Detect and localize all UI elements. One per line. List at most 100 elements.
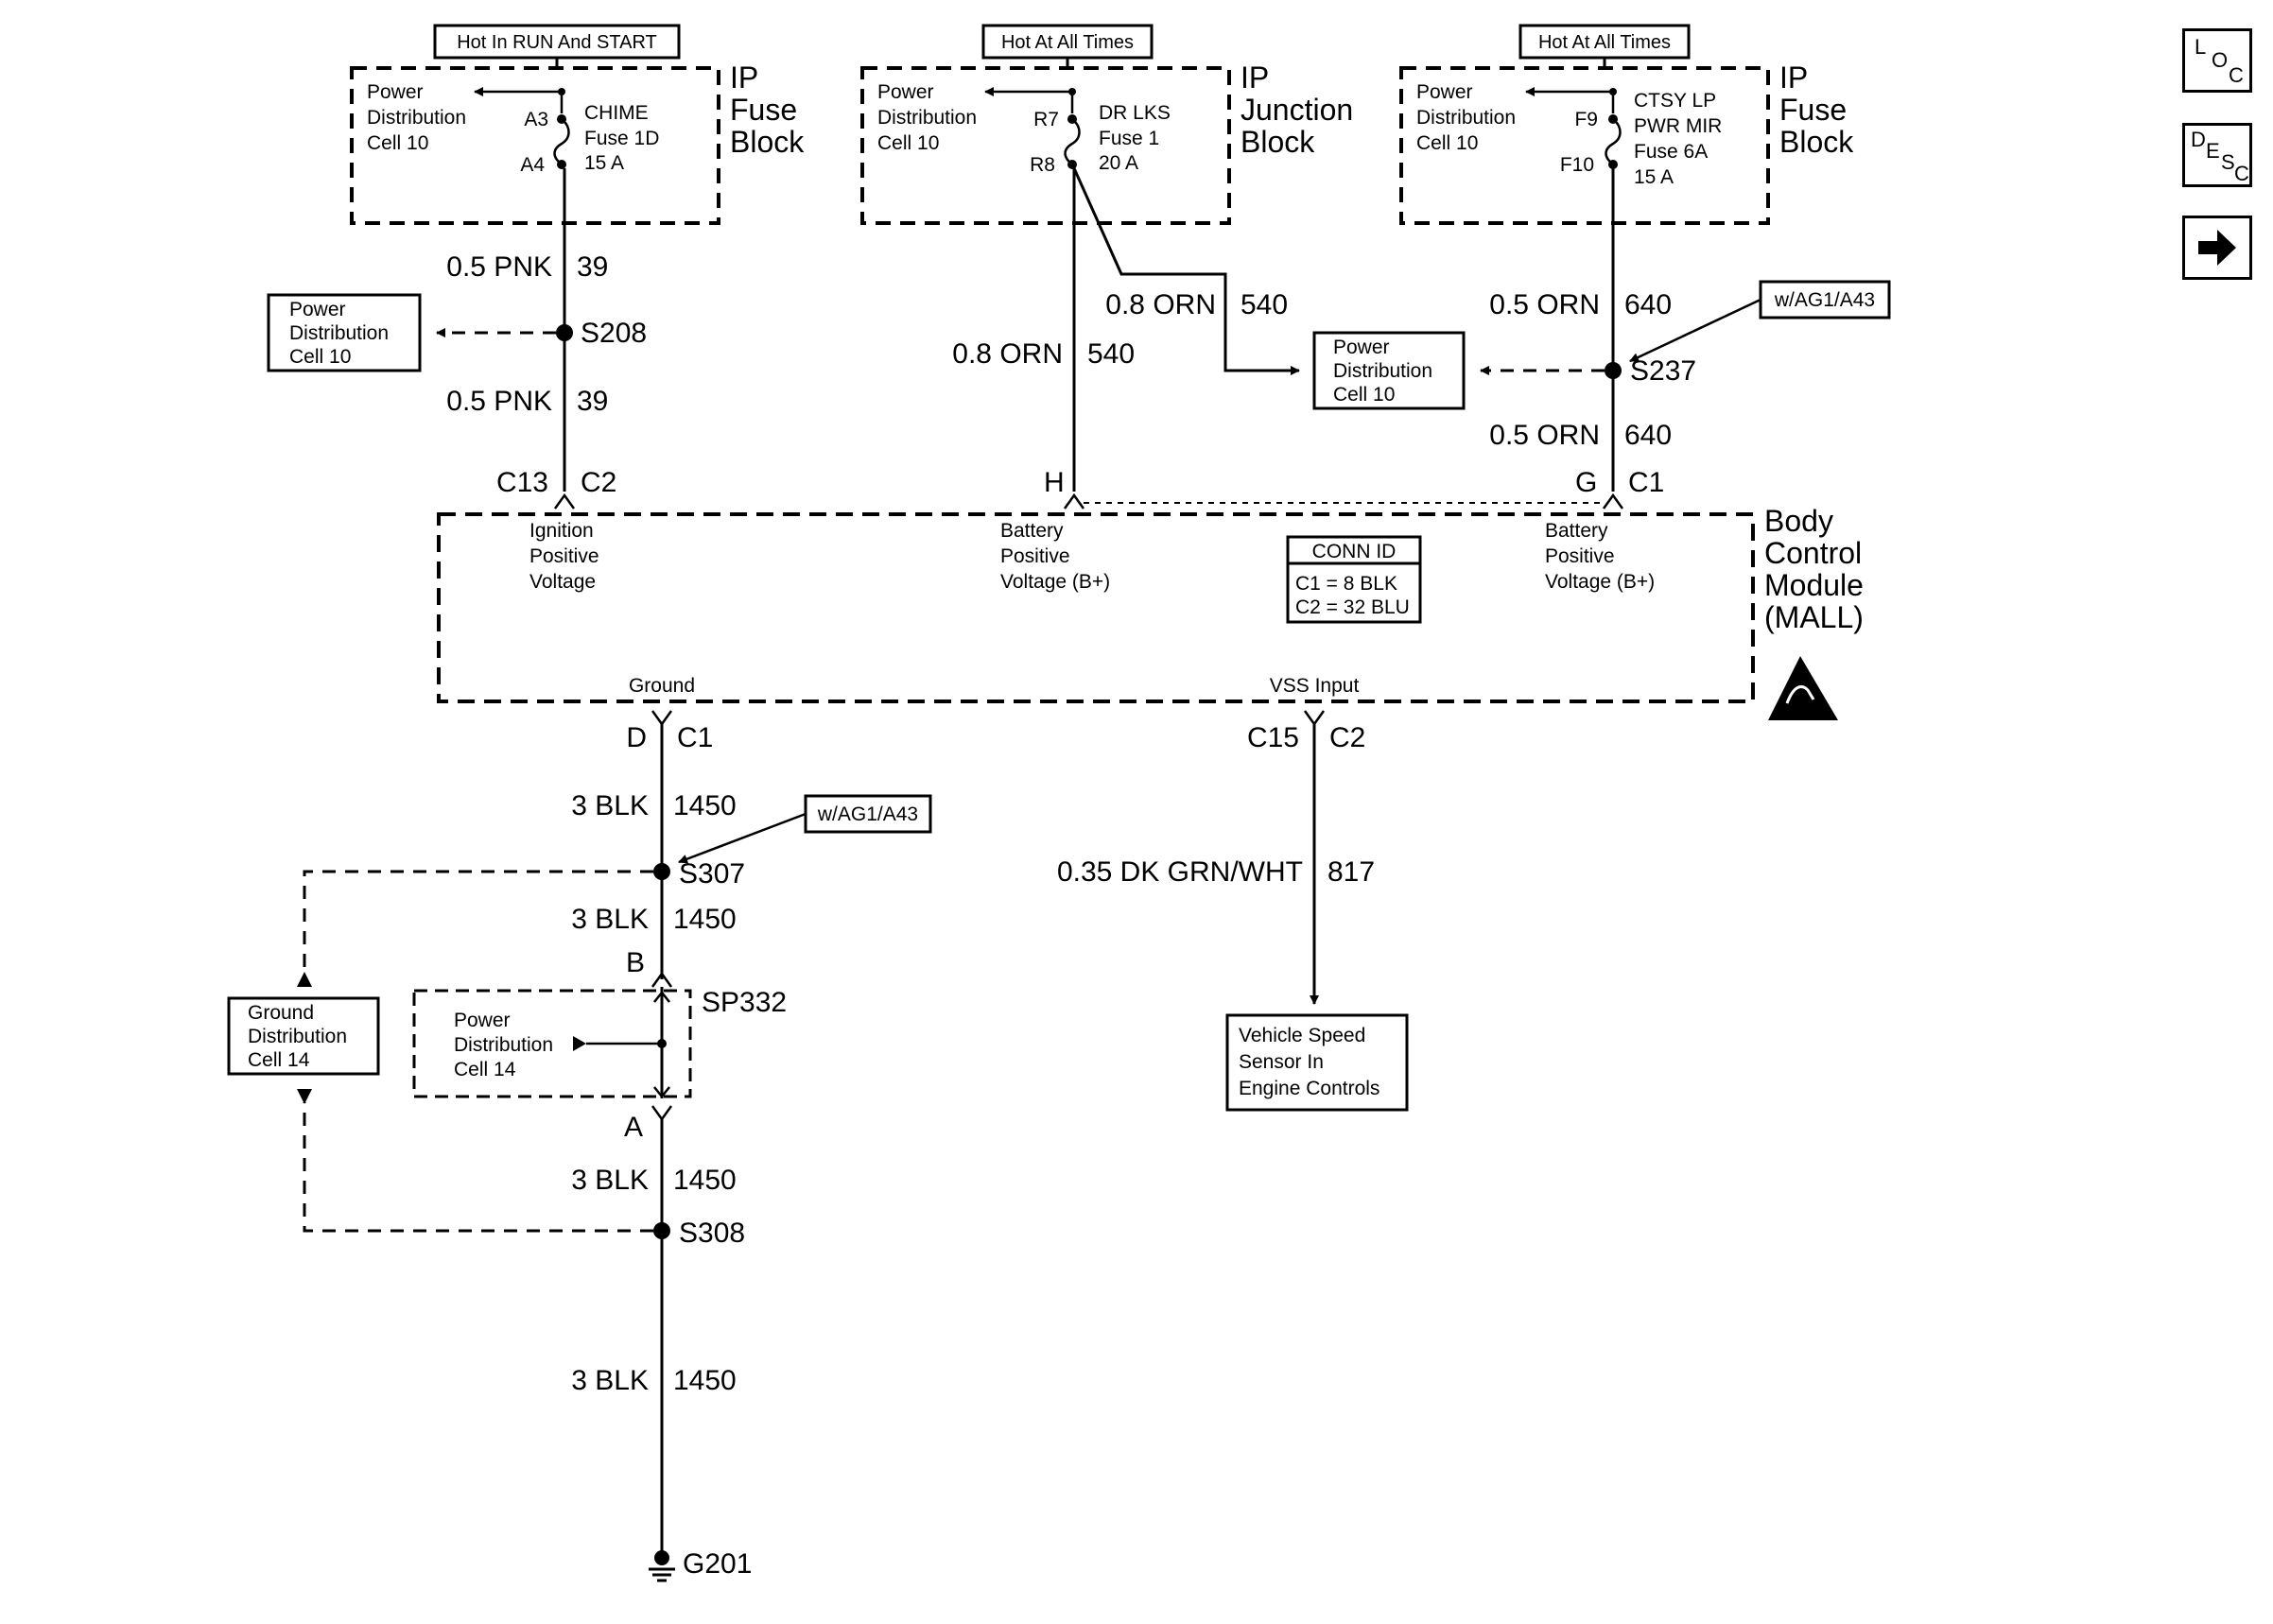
pd-label: Cell 10 [1416,132,1478,154]
ref-label: Cell 10 [289,346,351,368]
ref-label: Distribution [454,1034,553,1056]
module-title: Body [1764,504,1833,538]
fuse-icon [1605,118,1622,165]
pin-label: F10 [1560,154,1594,176]
fuse-label: 15 A [584,152,624,174]
ref-label: Distribution [289,322,389,344]
wire-circuit: 1450 [673,1165,737,1196]
loc-button[interactable]: L O C [2182,28,2252,93]
pin-label: A [624,1112,643,1143]
circuit-817: C15 C2 0.35 DK GRN/WHT 817 Vehicle Speed… [1057,710,1409,1112]
wire-gauge: 0.35 DK GRN/WHT [1057,856,1303,888]
pin-label: D [626,722,647,753]
block-label: Fuse [730,93,797,127]
splice-label: S237 [1630,355,1696,387]
splice-label: S208 [581,318,647,349]
header-text: Hot At All Times [1001,32,1134,53]
loc-letter: L [2195,35,2207,59]
next-button[interactable] [2182,216,2252,280]
block-label: IP [1779,60,1808,95]
wire-gauge: 0.8 ORN [952,338,1063,370]
pin-label: R7 [1033,109,1059,130]
esd-warning-icon [1768,656,1838,720]
pd-label: Distribution [877,107,977,129]
fuse-icon [553,118,570,165]
connector-icon [1303,710,1326,727]
ref-label: Cell 14 [454,1059,516,1080]
ref-label: Distribution [248,1026,347,1047]
connector-icon [651,710,673,727]
bcm-pin-desc: Positive [1545,545,1615,567]
bcm-pin-desc: Ground [629,675,695,697]
splice-label: S307 [679,858,745,890]
ref-label: Sensor In [1239,1051,1324,1073]
vss-sensor-box [1225,1013,1409,1112]
pin-label: G [1575,467,1597,498]
wire-circuit: 39 [577,386,608,417]
module-title: Control [1764,536,1862,570]
wire-circuit: 39 [577,251,608,283]
body-control-module: Ignition Positive Voltage Battery Positi… [437,504,1864,720]
ref-label: Vehicle Speed [1239,1025,1365,1046]
ref-label: Distribution [1333,360,1432,382]
ref-label: Engine Controls [1239,1078,1379,1099]
wire-circuit: 817 [1327,856,1375,888]
junction-block-middle: Power Distribution Cell 10 R7 R8 DR LKS … [860,60,1353,225]
module-title: (MALL) [1764,600,1864,634]
block-label: Block [1779,125,1854,159]
splice-label: S308 [679,1218,745,1249]
pin-label: R8 [1030,154,1055,176]
conn-id-row: C1 = 8 BLK [1295,573,1397,595]
ref-label: Power [1333,337,1390,358]
pin-label: C1 [1628,467,1664,498]
wire-gauge: 3 BLK [571,1165,649,1196]
bcm-pin-desc: VSS Input [1270,675,1360,697]
splice-dot [556,324,573,341]
pin-label: C2 [1329,722,1365,753]
wire-circuit: 540 [1241,289,1288,320]
arrow-right-icon [2198,230,2236,266]
connector-icon [651,1105,673,1122]
circuit-640: 0.5 ORN 640 w/AG1/A43 S237 0.5 ORN 640 G… [1084,168,1891,510]
fuse-label: Fuse 1 [1099,128,1159,149]
circuit-540: 0.8 ORN 540 0.8 ORN 540 H [952,167,1300,510]
header-text: Hot In RUN And START [457,32,657,53]
bcm-pin-desc: Positive [1000,545,1070,567]
pin-label: F9 [1574,109,1598,130]
circuit-1450: D C1 3 BLK 1450 w/AG1/A43 S307 3 BLK 145… [297,710,932,1582]
fuse-label: Fuse 6A [1634,141,1708,163]
bcm-pin-desc: Battery [1000,520,1064,542]
wire-gauge: 0.5 PNK [446,386,552,417]
block-label: Fuse [1779,93,1847,127]
bcm-pin-desc: Voltage (B+) [1000,571,1110,593]
wire-gauge: 0.5 PNK [446,251,552,283]
circuit-39: 0.5 PNK 39 S208 Power Distribution Cell … [267,168,647,510]
wire-circuit: 1450 [673,904,737,935]
desc-button[interactable]: D E S C [2182,123,2252,187]
wire-gauge: 0.8 ORN [1105,289,1216,320]
ref-label: Power [289,299,346,320]
pd-label: Power [367,81,424,103]
splice-dot [653,863,670,880]
wire-circuit: 640 [1624,420,1672,451]
bcm-pin-desc: Voltage (B+) [1545,571,1655,593]
block-label: IP [1241,60,1269,95]
pd-label: Cell 10 [367,132,428,154]
fuse-block-right: Power Distribution Cell 10 F9 F10 CTSY L… [1399,60,1854,225]
bcm-pin-desc: Positive [529,545,599,567]
ref-label: Cell 10 [1333,384,1395,406]
ref-label: Cell 14 [248,1049,310,1071]
conn-id-row: C2 = 32 BLU [1295,596,1410,618]
bcm-pin-desc: Battery [1545,520,1608,542]
option-label: w/AG1/A43 [1774,289,1875,311]
wire-circuit: 540 [1087,338,1135,370]
wire-circuit: 1450 [673,1365,737,1396]
ref-label: Ground [248,1002,314,1024]
fuse-label: DR LKS [1099,102,1171,124]
header-text: Hot At All Times [1538,32,1671,53]
header-hot-run-start: Hot In RUN And START [433,24,681,68]
connector-icon [651,971,673,988]
splice-dot [1605,362,1622,379]
conn-id-title: CONN ID [1312,541,1397,562]
pd-cell-10-ref [267,293,422,372]
